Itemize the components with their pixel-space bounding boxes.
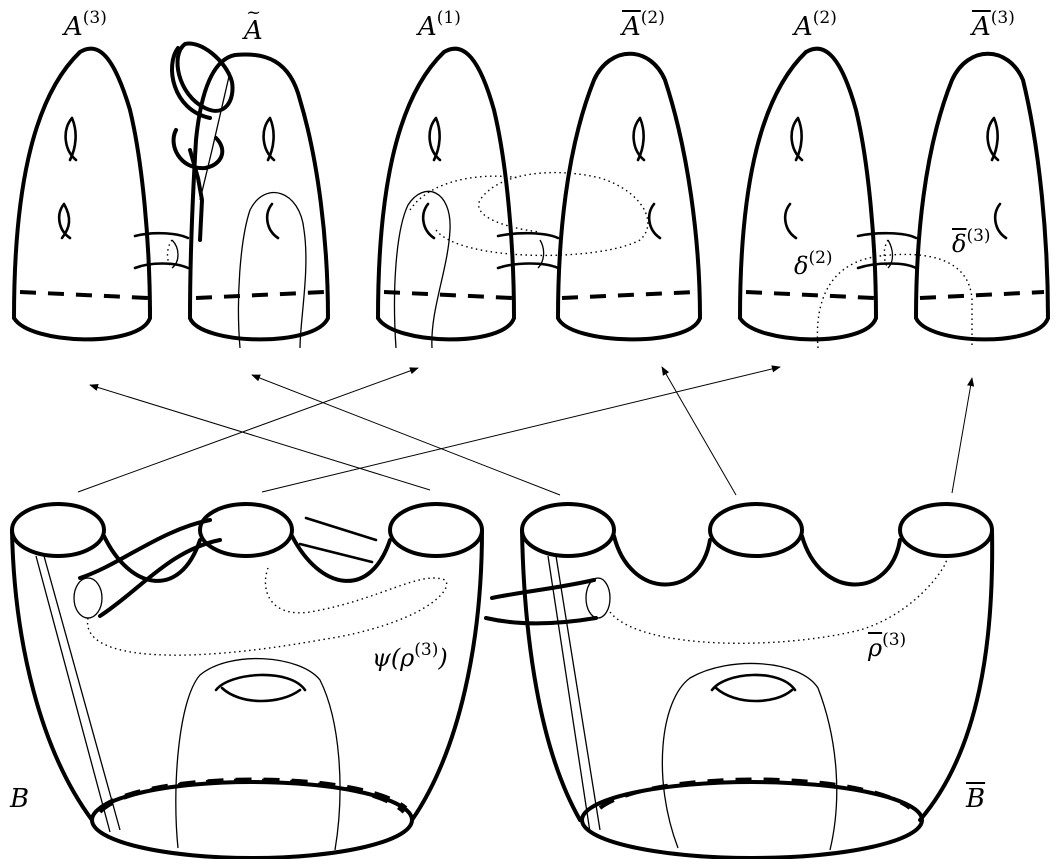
dome-right-outline-2 (558, 54, 700, 318)
bottom-left-surface (12, 504, 482, 858)
label-delta2: δ(2) (794, 254, 833, 278)
label-A2: A(2) (794, 14, 837, 40)
label-A-tilde: ~A (244, 18, 263, 44)
label-deltabar3: δ(3) (952, 232, 991, 256)
dome-left-outline (14, 49, 150, 318)
label-Abar3: A(3) (972, 14, 1015, 40)
left-bottom-curve (14, 308, 150, 339)
top-panel-1 (14, 43, 328, 348)
right-bottom-curve (190, 318, 328, 339)
bottom-right-surface (486, 504, 992, 858)
label-A1: A(1) (418, 14, 461, 40)
top-panel-2 (378, 49, 700, 348)
label-A3: A(3) (64, 14, 107, 40)
dome-right-outline (190, 54, 328, 318)
arrows (78, 367, 972, 495)
label-Bbar: B (966, 786, 985, 812)
label-psi-rho3: ψ(ρ(3)) (372, 646, 448, 670)
label-rhobar3: ρ(3) (868, 636, 906, 660)
label-B: B (10, 786, 29, 812)
label-Abar2: A(2) (622, 14, 665, 40)
top-panel-3 (740, 49, 1048, 348)
